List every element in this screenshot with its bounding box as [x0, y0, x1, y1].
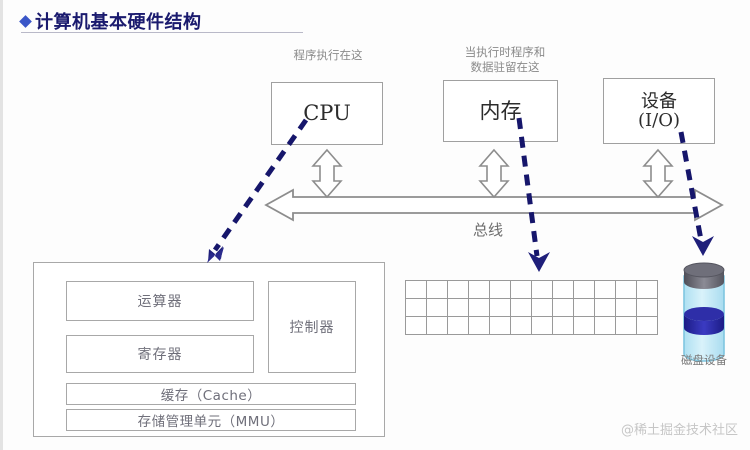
memory-cell	[637, 299, 658, 317]
memory-grid	[405, 280, 658, 335]
component-box-cpu[interactable]: CPU	[271, 82, 383, 145]
memory-cell	[532, 281, 553, 299]
memory-cell	[553, 281, 574, 299]
component-label-device: 设备	[641, 90, 677, 112]
memory-cell	[553, 317, 574, 335]
memory-cell	[595, 317, 616, 335]
cpu-unit-alu[interactable]: 运算器	[66, 281, 254, 321]
memory-cell	[448, 317, 469, 335]
memory-cell	[490, 299, 511, 317]
page-title-text: 计算机基本硬件结构	[35, 12, 202, 33]
title-divider	[21, 32, 303, 33]
memory-cell	[511, 299, 532, 317]
component-label-device-io: (I/O)	[638, 110, 680, 131]
cpu-unit-controller[interactable]: 控制器	[268, 281, 356, 373]
cpu-unit-mmu-label: 存储管理单元（MMU）	[137, 414, 285, 430]
cpu-unit-registers[interactable]: 寄存器	[66, 335, 254, 373]
component-box-memory[interactable]: 内存	[443, 80, 558, 142]
memory-cell	[532, 299, 553, 317]
memory-cell	[637, 317, 658, 335]
component-label-cpu: CPU	[303, 101, 351, 126]
memory-cell	[490, 281, 511, 299]
bus-label: 总线	[473, 221, 504, 239]
memory-cell	[469, 299, 490, 317]
cpu-unit-alu-label: 运算器	[137, 294, 183, 310]
bus-connector-device	[642, 148, 674, 199]
caption-memory-note-line1: 当执行时程序和	[464, 45, 546, 59]
bus-connector-cpu	[311, 148, 343, 199]
component-label-memory: 内存	[479, 98, 522, 123]
memory-cell	[595, 299, 616, 317]
caption-cpu-note: 程序执行在这	[293, 48, 363, 62]
bus-connector-memory	[478, 148, 510, 199]
cpu-unit-controller-label: 控制器	[289, 320, 335, 336]
memory-cell	[637, 281, 658, 299]
memory-cell	[427, 317, 448, 335]
cpu-unit-registers-label: 寄存器	[137, 347, 183, 363]
memory-cell	[469, 281, 490, 299]
memory-cell	[406, 317, 427, 335]
memory-cell	[511, 317, 532, 335]
memory-cell	[532, 317, 553, 335]
caption-memory-note-line2: 数据驻留在这	[470, 60, 540, 74]
watermark: @稀土掘金技术社区	[620, 423, 738, 438]
memory-cell	[574, 299, 595, 317]
memory-cell	[469, 317, 490, 335]
cpu-unit-cache-label: 缓存（Cache）	[160, 388, 262, 404]
cpu-unit-mmu[interactable]: 存储管理单元（MMU）	[66, 409, 356, 431]
memory-cell	[511, 281, 532, 299]
memory-cell	[595, 281, 616, 299]
memory-cell	[574, 317, 595, 335]
memory-cell	[427, 281, 448, 299]
memory-cell	[616, 299, 637, 317]
memory-cell	[616, 281, 637, 299]
dashed-arrow-device-to-disk	[678, 131, 714, 256]
memory-cell	[574, 281, 595, 299]
memory-cell	[448, 281, 469, 299]
memory-cell	[448, 299, 469, 317]
memory-cell	[406, 299, 427, 317]
cpu-internals-panel: 运算器 寄存器 控制器 缓存（Cache） 存储管理单元（MMU）	[33, 262, 385, 437]
page-title: 计算机基本硬件结构	[19, 8, 202, 34]
disk-device-label: 磁盘设备	[681, 353, 727, 367]
cpu-unit-cache[interactable]: 缓存（Cache）	[66, 383, 356, 405]
disk-device-icon	[681, 262, 727, 372]
memory-cell	[490, 317, 511, 335]
memory-cell	[553, 299, 574, 317]
memory-cell	[616, 317, 637, 335]
component-box-device[interactable]: 设备 (I/O)	[603, 78, 715, 144]
system-bus-arrow	[264, 188, 724, 222]
diamond-bullet-icon	[19, 14, 32, 28]
memory-cell	[427, 299, 448, 317]
memory-cell	[406, 281, 427, 299]
